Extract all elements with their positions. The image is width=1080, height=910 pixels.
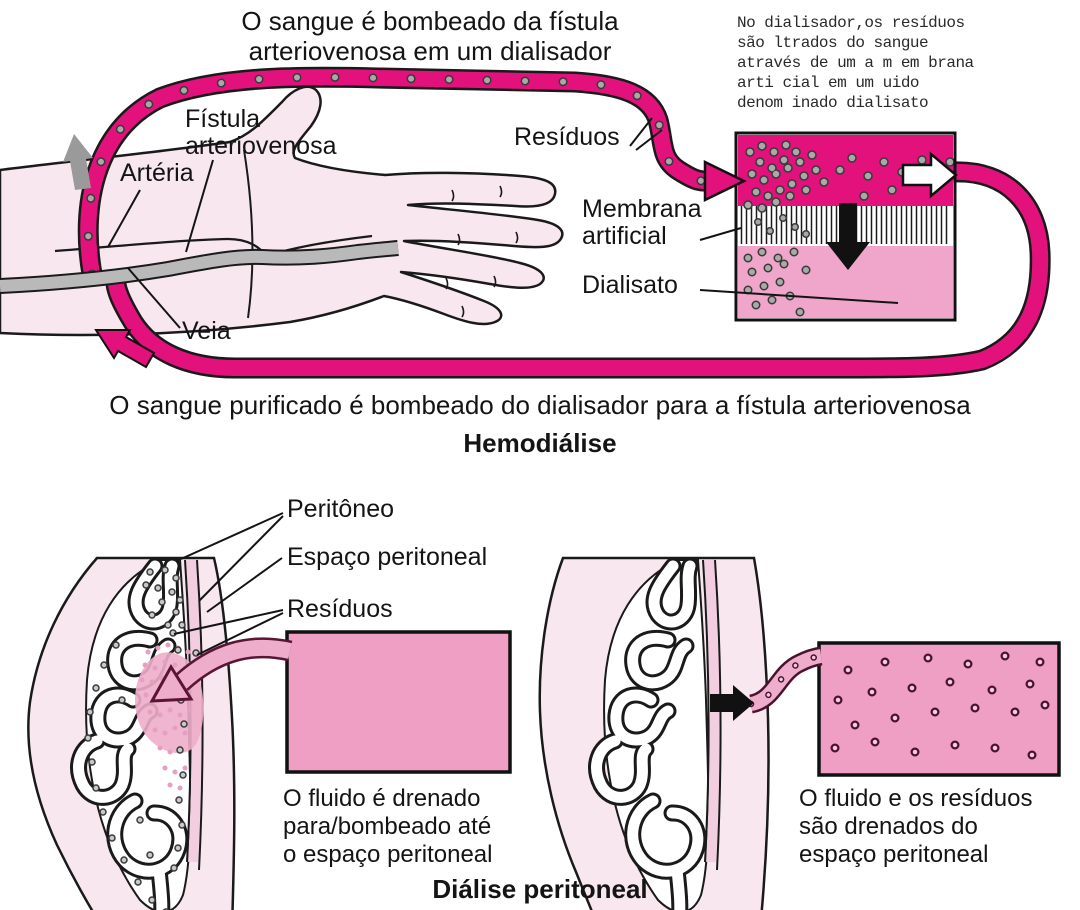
left-caption-line1: O fluido é drenado [283, 785, 481, 812]
right-caption-line2: são drenados do [799, 813, 978, 840]
peritoneo-label: Peritôneo [287, 495, 395, 523]
dialisato-label: Dialisato [582, 271, 678, 299]
membrana-label-line2: artificial [582, 222, 667, 250]
fistula-label-line2: arteriovenosa [185, 132, 337, 160]
inflow-arrowhead [149, 664, 194, 703]
info-note-line1: No dialisador,os resíduos [737, 14, 965, 32]
arteria-pointer [107, 189, 141, 248]
residuos2-pointer-2 [196, 612, 284, 656]
left-caption-line2: para/bombeado até [283, 813, 492, 840]
info-note-line4: arti cial em um uido [737, 74, 920, 92]
right-fluid-box [710, 641, 1061, 777]
top-caption-line1: O sangue é bombeado da fístula [241, 6, 619, 36]
residuos2-pointer-1 [173, 609, 284, 635]
hemodialise-title: Hemodiálise [463, 428, 617, 458]
left-caption-line3: o espaço peritoneal [283, 841, 493, 868]
info-note-line2: são ltrados do sangue [737, 34, 929, 52]
fistula-label-line1: Fístula [185, 105, 261, 133]
right-caption-line3: espaço peritoneal [799, 841, 989, 868]
blood-in-arrowhead [703, 160, 747, 202]
info-note-line5: denom inado dialisato [737, 94, 929, 112]
espaco-pointer [206, 557, 283, 613]
fistula-vessel [0, 240, 399, 294]
right-abdomen-figure [538, 556, 770, 910]
flow-up-gray-arrow [63, 134, 93, 190]
info-note-line3: através de um a m em brana [737, 54, 974, 72]
return-flow-arrow [94, 329, 156, 369]
bottom-caption: O sangue purificado é bombeado do dialis… [109, 390, 971, 420]
fistula-pointer [185, 159, 214, 253]
peritoneo-pointer-2 [198, 515, 284, 602]
membrana-label-line1: Membrana [582, 195, 702, 223]
right-caption-line1: O fluido e os resíduos [799, 785, 1033, 812]
residuos-peritoneal-label: Resíduos [287, 595, 393, 623]
return-tube [105, 161, 1051, 379]
left-abdomen-figure [27, 556, 236, 910]
blood-out-arrow [901, 151, 958, 199]
veia-label: Veia [182, 317, 231, 345]
arteria-label: Artéria [120, 159, 194, 187]
dialyzer-box [734, 131, 958, 322]
residuos-label: Resíduos [514, 123, 620, 151]
membrana-pointer [699, 227, 742, 241]
fingertip-marks [445, 185, 519, 318]
left-fluid-box [149, 630, 512, 774]
filtration-down-arrow [826, 203, 870, 270]
residuos-pointer-2 [635, 129, 663, 151]
veia-pointer [127, 267, 181, 329]
peritoneo-pointer-1 [180, 512, 284, 560]
dialise-peritoneal-title: Diálise peritoneal [432, 874, 648, 904]
espaco-peritoneal-label: Espaço peritoneal [287, 543, 488, 571]
artery-line [54, 237, 267, 257]
pointer-lines-peritoneal [173, 512, 284, 656]
top-caption-line2: arteriovenosa em um dialisador [248, 36, 612, 66]
dialisato-pointer [699, 289, 899, 304]
residuos-pointer-1 [629, 117, 653, 147]
drain-black-arrow [710, 685, 754, 721]
pointer-lines-hemodialysis [107, 117, 899, 329]
